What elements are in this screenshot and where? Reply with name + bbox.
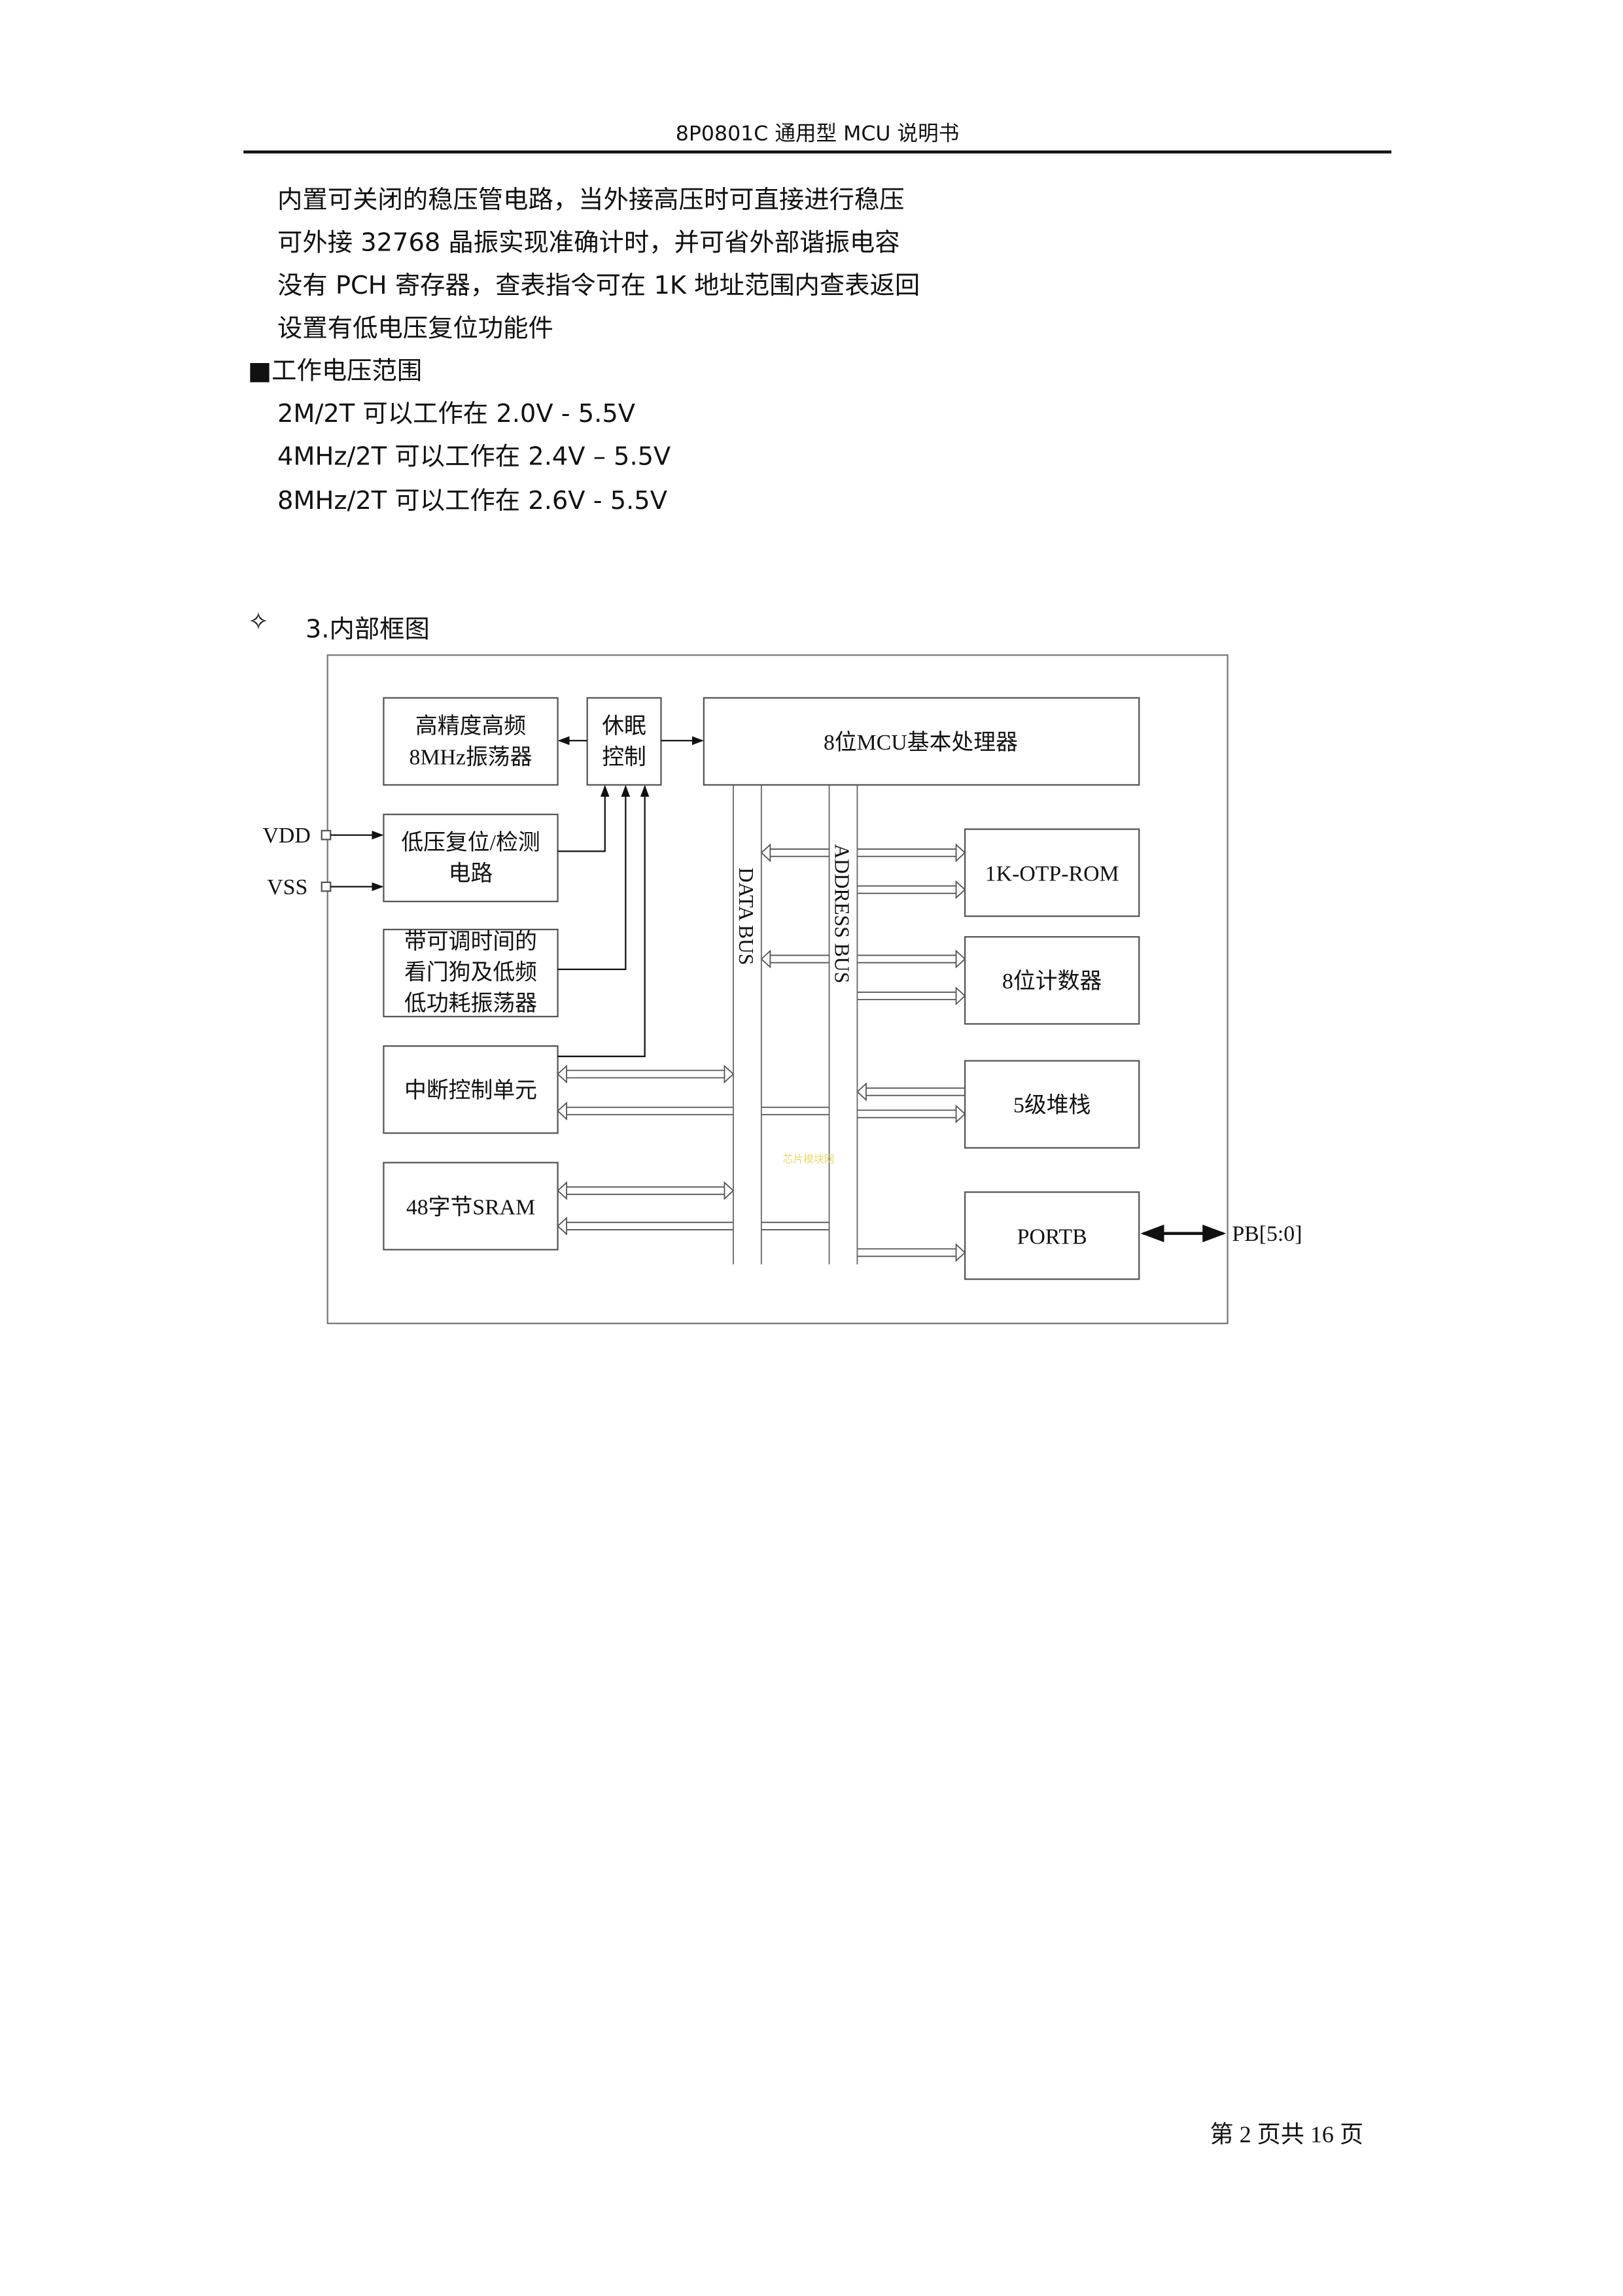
block-label: 1K-OTP-ROM: [985, 862, 1119, 886]
pb-pin-label: PB[5:0]: [1232, 1222, 1302, 1246]
lvr-to-sleep-arrow: [557, 784, 610, 852]
block-label: 休眠: [602, 714, 646, 739]
voltage-item: 4MHz/2T 可以工作在 2.4V – 5.5V: [277, 442, 671, 472]
block-label: 电路: [449, 861, 493, 886]
feature-line: 没有 PCH 寄存器，查表指令可在 1K 地址范围内查表返回: [277, 271, 920, 302]
hollow-bus-arrow: [557, 1181, 735, 1200]
watchdog-block: [383, 928, 559, 1018]
block-label: 控制: [602, 744, 646, 769]
feature-line: 可外接 32768 晶振实现准确计时，并可省外部谐振电容: [277, 228, 900, 258]
hollow-bus-arrow: [857, 843, 966, 863]
voltage-heading: ■工作电压范围: [248, 350, 422, 387]
page-number: 第 2 页共 16 页: [1210, 2123, 1364, 2149]
block-label: 低压复位/检测: [401, 830, 540, 855]
voltage-heading-text: 工作电压范围: [271, 357, 423, 387]
cpu-block: [703, 697, 1140, 786]
portb-block: [964, 1191, 1140, 1280]
section-marker-icon: ✧: [247, 608, 270, 638]
hollow-bus-arrow: [857, 1243, 966, 1262]
address-bus-label: ADDRESS BUS: [831, 844, 854, 983]
feature-line: 设置有低电压复位功能件: [277, 314, 553, 344]
block-label: 中断控制单元: [404, 1078, 537, 1103]
hollow-bus-arrow: [857, 949, 966, 969]
hollow-bus-arrow: [857, 880, 966, 899]
hollow-bus-arrow: [557, 1101, 733, 1121]
vdd-pin-label: VDD: [262, 824, 310, 848]
hollow-bus-arrow: [760, 843, 829, 863]
hollow-bus-arrow: [760, 949, 829, 969]
watermark: 芯片模块网: [783, 1153, 835, 1165]
block-label: 8位MCU基本处理器: [824, 730, 1018, 755]
feature-line: 内置可关闭的稳压管电路，当外接高压时可直接进行稳压: [277, 186, 905, 216]
diagram-frame: [326, 654, 1229, 1325]
section-title: 3.内部框图: [305, 615, 430, 645]
voltage-item: 8MHz/2T 可以工作在 2.6V - 5.5V: [277, 487, 667, 517]
lvr-block: [383, 813, 559, 903]
block-label: 5级堆栈: [1013, 1093, 1091, 1118]
bus-arrows: [557, 843, 966, 1262]
wdt-to-sleep-arrow: [557, 784, 631, 970]
square-bullet-icon: ■: [247, 357, 272, 387]
block-label: 8位计数器: [1002, 969, 1102, 994]
hollow-bus-arrow: [761, 1221, 829, 1230]
hollow-bus-arrow: [857, 1104, 966, 1124]
block-label: 看门狗及低频: [404, 960, 537, 985]
block-label: PORTB: [1017, 1225, 1087, 1249]
irq-to-sleep-arrow: [557, 784, 650, 1058]
sram-block: [383, 1162, 559, 1251]
hollow-bus-arrow: [557, 1216, 733, 1236]
interrupt-block: [383, 1045, 559, 1134]
block-label: 低功耗振荡器: [404, 991, 537, 1016]
hollow-bus-arrow: [856, 1082, 966, 1102]
hf-oscillator-block: [383, 697, 559, 786]
otp-rom-block: [964, 828, 1140, 917]
data-bus-label: DATA BUS: [735, 867, 758, 965]
header-rule: [243, 150, 1391, 154]
sleep-control-block: [586, 697, 662, 786]
hollow-bus-arrow: [857, 986, 966, 1005]
vss-pin-label: VSS: [267, 875, 307, 899]
block-label: 带可调时间的: [404, 929, 537, 954]
hollow-bus-arrow: [761, 1106, 829, 1115]
block-label: 高精度高频: [415, 714, 526, 739]
block-label: 48字节SRAM: [406, 1194, 535, 1219]
counter-block: [964, 936, 1140, 1025]
vdd-pin: [321, 829, 332, 841]
stack-block: [964, 1060, 1140, 1149]
block-label: 8MHz振荡器: [410, 744, 532, 769]
hollow-bus-arrow: [557, 1064, 735, 1084]
header-title: 8P0801C 通用型 MCU 说明书: [675, 122, 960, 147]
vss-pin: [321, 881, 332, 892]
voltage-item: 2M/2T 可以工作在 2.0V - 5.5V: [277, 400, 635, 430]
